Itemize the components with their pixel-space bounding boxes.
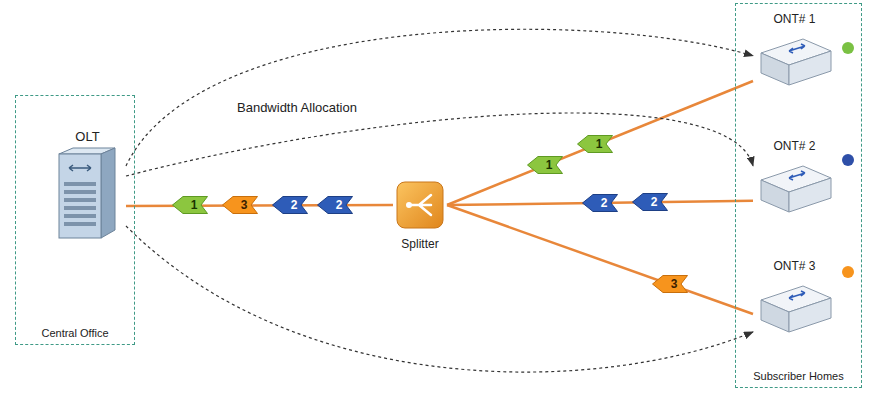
ont-side-face <box>789 298 831 332</box>
ont-device: ONT# 1 <box>753 9 836 99</box>
packet-number: 2 <box>594 194 614 212</box>
ont-3-color-dot <box>842 266 854 278</box>
upstream-packet-arrow: 2 <box>632 193 668 211</box>
splitter-illustration <box>393 178 447 232</box>
ont-illustration <box>753 158 836 224</box>
annotation-text: Bandwidth Allocation <box>235 100 359 115</box>
fiber-line <box>126 205 393 206</box>
packet-number: 2 <box>644 193 664 211</box>
ont-1-color-dot <box>842 42 854 54</box>
olt-port-row <box>64 222 96 226</box>
packet-arrow-body <box>173 197 208 214</box>
packet-number: 3 <box>234 196 254 214</box>
packet-number: 1 <box>539 156 559 174</box>
packet-arrow-body <box>223 197 258 214</box>
upstream-packet-arrow: 2 <box>317 196 353 214</box>
device-label: ONT# 3 <box>753 259 836 273</box>
ont-2-color-dot <box>842 154 854 166</box>
packet-arrow-body <box>583 195 618 212</box>
ont-illustration <box>753 278 836 344</box>
upstream-packet-arrow: 2 <box>582 194 618 212</box>
packet-arrow-shape <box>272 196 308 214</box>
packet-arrow-body <box>633 194 668 211</box>
upstream-packet-arrow: 3 <box>652 275 688 293</box>
olt-device: OLT <box>49 126 126 246</box>
packet-arrow-shape <box>172 196 208 214</box>
fiber-line <box>447 81 753 205</box>
device-label: Splitter <box>393 237 447 251</box>
ont-symbol <box>789 171 805 180</box>
packet-number: 1 <box>184 196 204 214</box>
olt-front-face <box>59 154 101 238</box>
ont-symbol <box>789 44 805 53</box>
olt-symbol <box>69 165 91 171</box>
packet-arrow-body <box>318 197 353 214</box>
upstream-packet-arrow: 2 <box>272 196 308 214</box>
region-label: Subscriber Homes <box>736 370 861 383</box>
upstream-packet-arrow: 1 <box>527 156 563 174</box>
region-label: Central Office <box>16 327 134 340</box>
central-office-region: Central Office OLT <box>15 95 135 345</box>
device-label: ONT# 2 <box>753 139 836 153</box>
packet-arrow-shape <box>652 275 688 293</box>
upstream-packet-arrow: 3 <box>222 196 258 214</box>
packet-arrow-shape <box>577 135 613 153</box>
ont-illustration <box>753 31 836 97</box>
ont-device: ONT# 2 <box>753 136 836 226</box>
packet-arrow-body <box>528 157 563 174</box>
packet-number: 2 <box>329 196 349 214</box>
fiber-line <box>447 205 753 314</box>
packet-arrow-shape <box>317 196 353 214</box>
packet-arrow-shape <box>582 194 618 212</box>
allocation-arrow <box>126 226 753 372</box>
packet-arrow-shape <box>632 193 668 211</box>
packet-number: 2 <box>284 196 304 214</box>
olt-port-row <box>64 182 96 186</box>
upstream-packet-arrow: 1 <box>172 196 208 214</box>
packet-number: 3 <box>664 275 684 293</box>
olt-illustration <box>49 146 126 244</box>
splitter-device: Splitter <box>393 175 447 255</box>
splitter-symbol <box>409 195 431 215</box>
device-label: ONT# 1 <box>753 12 836 26</box>
olt-port-row <box>64 206 96 210</box>
packet-number: 1 <box>589 135 609 153</box>
packet-arrow-shape <box>222 196 258 214</box>
allocation-arrow <box>126 29 753 166</box>
olt-port-row <box>64 214 96 218</box>
ont-symbol <box>789 291 805 300</box>
packet-arrow-body <box>653 276 688 293</box>
splitter-body <box>397 182 443 228</box>
allocation-arrow <box>126 113 753 176</box>
subscriber-region: Subscriber Homes ONT# 1 ONT# 2 ONT# 3 <box>735 3 862 388</box>
packet-arrow-shape <box>527 156 563 174</box>
device-label: OLT <box>49 129 126 145</box>
packet-arrow-body <box>578 136 613 153</box>
ont-front-face <box>761 300 789 332</box>
ont-side-face <box>789 51 831 85</box>
olt-port-row <box>64 190 96 194</box>
ont-front-face <box>761 53 789 85</box>
ont-front-face <box>761 180 789 212</box>
olt-side-face <box>101 148 115 238</box>
olt-port-row <box>64 198 96 202</box>
ont-side-face <box>789 178 831 212</box>
ont-device: ONT# 3 <box>753 256 836 346</box>
packet-arrow-body <box>273 197 308 214</box>
splitter-symbol-dot <box>406 202 412 208</box>
upstream-packet-arrow: 1 <box>577 135 613 153</box>
